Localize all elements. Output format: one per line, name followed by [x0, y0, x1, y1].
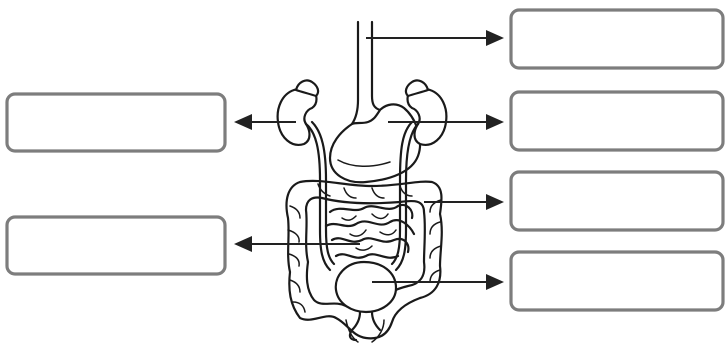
label-box-esophagus[interactable] [511, 10, 723, 68]
label-box-stomach[interactable] [511, 92, 723, 150]
arrowhead-large-intestine [234, 236, 252, 252]
label-box-small-intestine[interactable] [511, 172, 723, 230]
bladder [336, 262, 396, 312]
organ-illustration [278, 22, 447, 342]
arrowhead-small-intestine [486, 194, 504, 210]
arrowhead-bladder [486, 274, 504, 290]
label-box-large-intestine[interactable] [7, 217, 225, 274]
label-box-kidney[interactable] [7, 94, 225, 151]
arrowhead-esophagus [486, 30, 504, 46]
arrowhead-kidney [234, 114, 252, 130]
label-box-bladder[interactable] [511, 252, 723, 310]
arrowhead-stomach [486, 114, 504, 130]
kidney-left [278, 88, 317, 145]
